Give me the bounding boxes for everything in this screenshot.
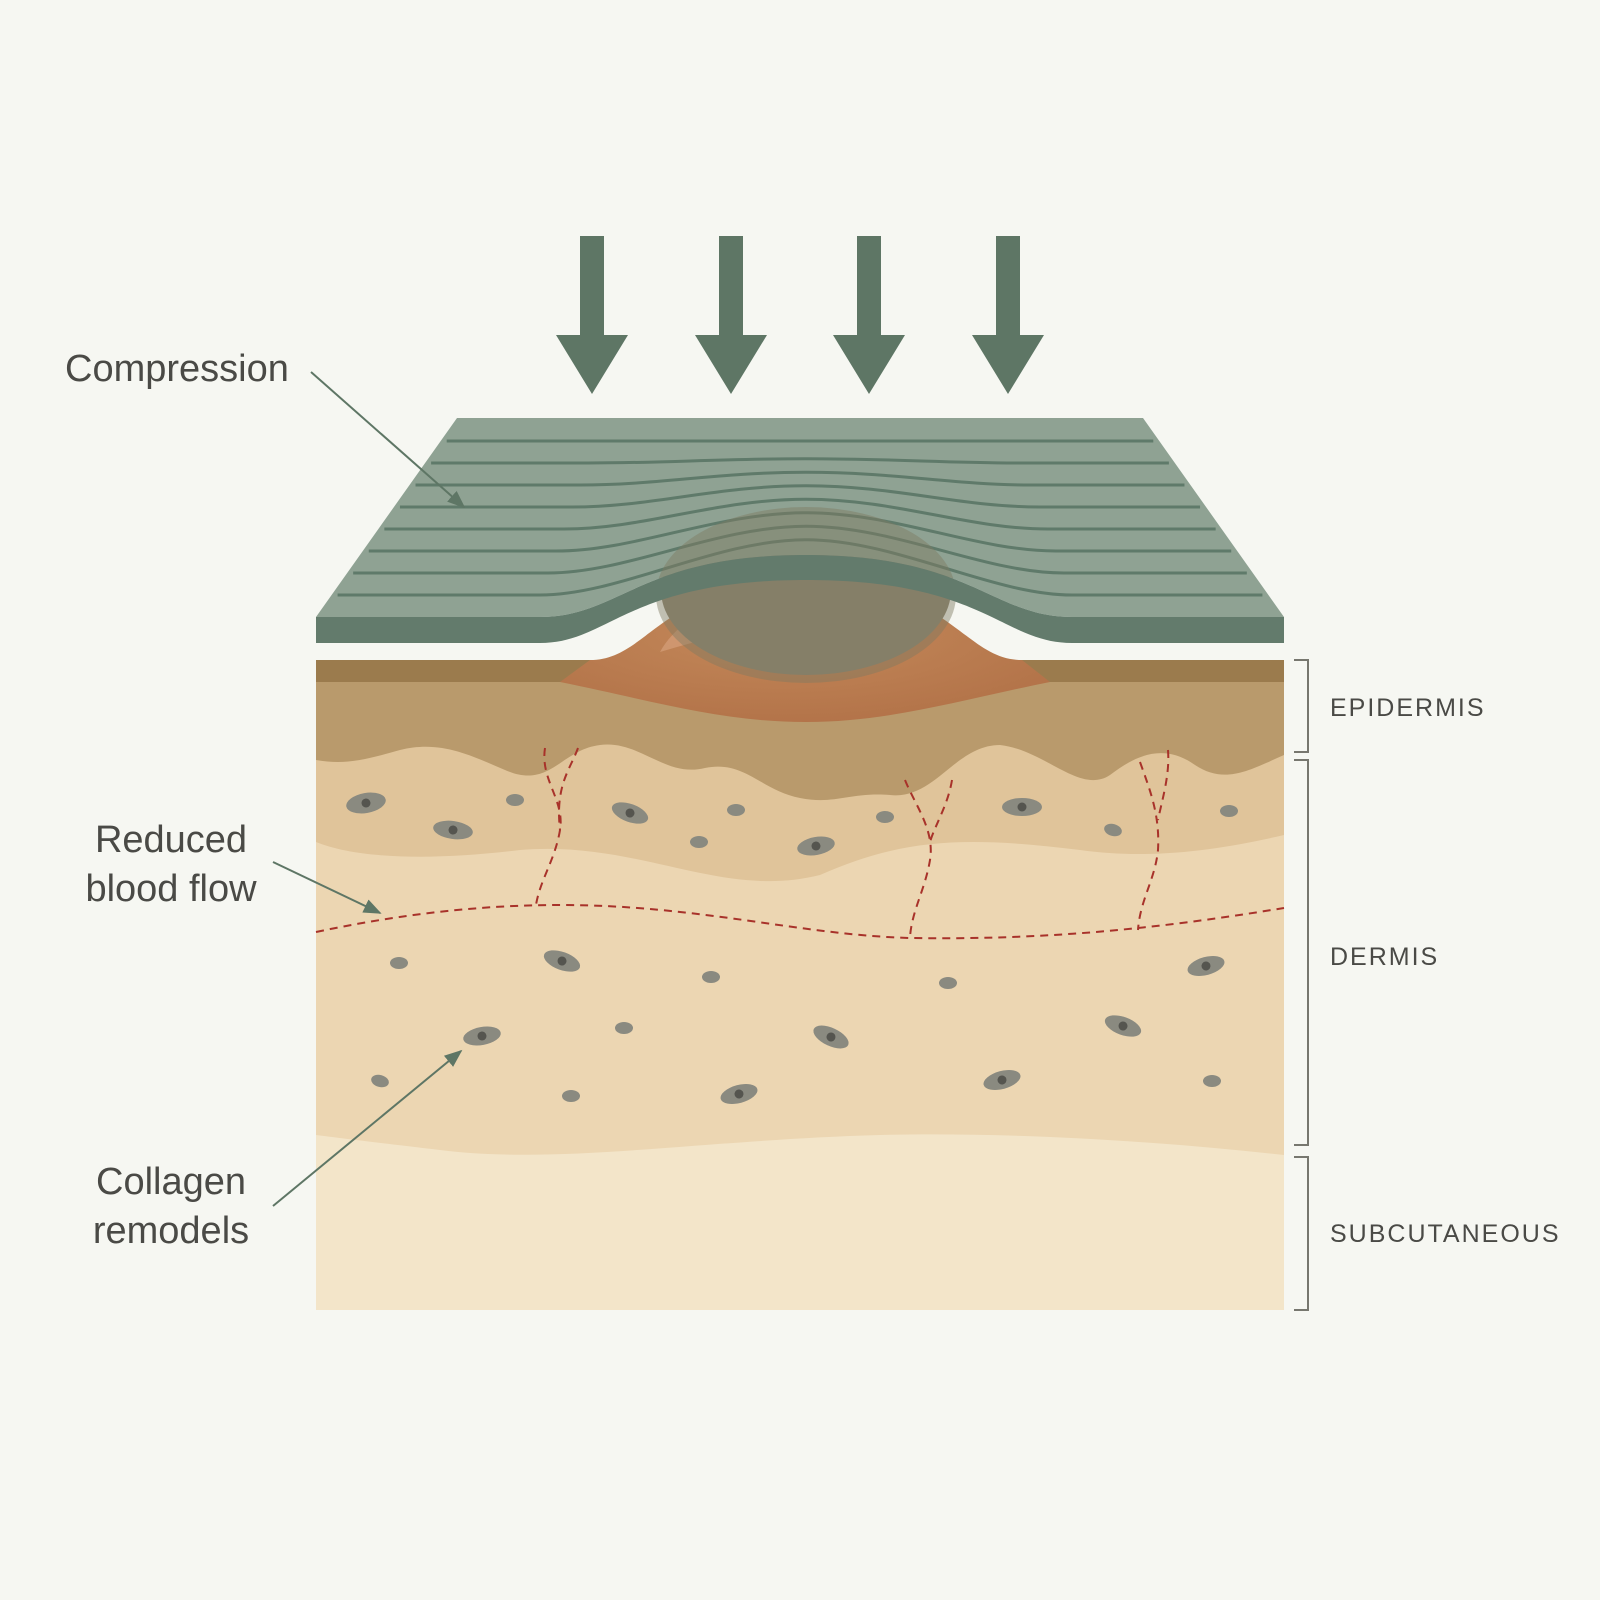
cell	[876, 811, 894, 823]
collagen-label-line2: remodels	[93, 1210, 249, 1252]
pad-layer-line	[384, 497, 1216, 531]
pad-layer-line	[431, 457, 1169, 465]
vessel-branch	[558, 747, 579, 831]
cell	[1002, 798, 1042, 816]
annotation-blood-flow: Reduced blood flow	[85, 819, 382, 914]
cell	[346, 792, 386, 814]
down-arrow-icon	[556, 236, 628, 394]
vessel-main	[315, 903, 1285, 940]
epidermis-layer	[316, 660, 1284, 801]
annotation-collagen: Collagen remodels	[93, 1049, 463, 1252]
pressure-arrows	[556, 236, 1044, 394]
subcutaneous-bracket	[1294, 1156, 1309, 1311]
epidermis-bracket	[1294, 659, 1309, 753]
dermis-bracket	[1294, 759, 1309, 1146]
cell	[983, 1070, 1021, 1090]
vessel-branch	[1137, 761, 1160, 931]
pad-layer-line	[353, 524, 1247, 575]
cell	[813, 1025, 849, 1049]
blood-flow-pointer-arrow	[272, 861, 382, 914]
pad-layer-line	[337, 538, 1263, 597]
subcutaneous-label: SUBCUTANEOUS	[1330, 1220, 1561, 1248]
skin-cross-section	[315, 582, 1285, 1310]
cell	[1104, 1015, 1142, 1037]
pad-layer-line	[399, 484, 1201, 509]
vessel-branch	[904, 779, 932, 938]
pad-edge	[316, 555, 1284, 643]
dermis-label: DERMIS	[1330, 943, 1439, 971]
annotation-compression: Compression	[65, 348, 466, 509]
cell	[506, 794, 524, 806]
cell	[939, 977, 957, 989]
cell	[433, 820, 473, 840]
cell	[720, 1084, 758, 1104]
pad-surface	[316, 418, 1284, 617]
cell	[463, 1026, 501, 1046]
cell	[702, 971, 720, 983]
cell	[371, 1074, 389, 1088]
blood-vessels	[315, 747, 1285, 940]
down-arrow-icon	[833, 236, 905, 394]
cell	[727, 804, 745, 816]
cell	[1187, 956, 1225, 976]
vessel-branch	[1157, 749, 1170, 821]
blood-flow-label-line2: blood flow	[85, 868, 257, 910]
compression-label: Compression	[65, 348, 289, 390]
collagen-pointer-arrow	[272, 1049, 463, 1207]
pad-layers	[337, 439, 1263, 597]
compression-pointer-arrow	[310, 371, 466, 509]
pad-layer-line	[415, 470, 1185, 487]
vessel-branch	[929, 779, 953, 843]
collagen-label-line1: Collagen	[96, 1161, 246, 1203]
cell	[543, 950, 581, 972]
compression-pad	[316, 418, 1284, 683]
lesion-through-pad	[656, 507, 956, 683]
layer-brackets	[1294, 659, 1309, 1311]
cell	[690, 836, 708, 848]
collagen-cells	[346, 792, 1238, 1104]
blood-flow-label-line1: Reduced	[95, 819, 247, 861]
pad-layer-line	[368, 511, 1232, 553]
cell	[1203, 1075, 1221, 1087]
cell	[1220, 805, 1238, 817]
cell	[390, 957, 408, 969]
cell	[1104, 823, 1122, 837]
cell	[797, 836, 835, 856]
epidermis-label: EPIDERMIS	[1330, 694, 1486, 722]
down-arrow-icon	[972, 236, 1044, 394]
cell	[615, 1022, 633, 1034]
cell	[611, 802, 649, 824]
cell	[562, 1090, 580, 1102]
down-arrow-icon	[695, 236, 767, 394]
